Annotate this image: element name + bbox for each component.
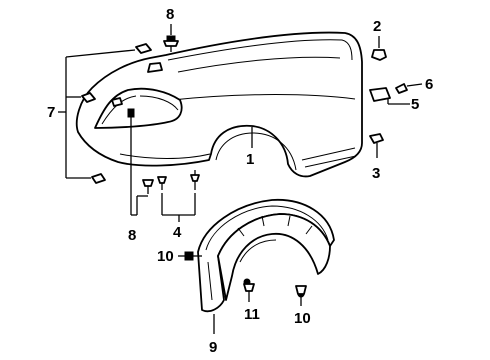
wheelhouse-liner: [197, 199, 335, 313]
screw-part-10-right: [295, 285, 307, 306]
callout-3: 3: [372, 165, 380, 182]
stud-part-8-bottom: [127, 108, 154, 216]
callout-1: 1: [246, 151, 254, 168]
callout-8-bottom: 8: [128, 227, 136, 244]
screw-part-10-left: [178, 251, 202, 261]
callout-10-right: 10: [294, 310, 311, 327]
screw-part-6: [395, 83, 423, 94]
clip-part-3: [369, 133, 384, 158]
callout-5: 5: [411, 96, 419, 113]
lamp-tab: [111, 97, 123, 107]
callout-8-top: 8: [166, 6, 174, 23]
callout-10-left: 10: [157, 248, 174, 265]
clip-bracket: [58, 43, 152, 184]
clip-part-11: [243, 283, 255, 302]
callout-6: 6: [425, 76, 433, 93]
callout-4: 4: [173, 224, 182, 241]
callout-11: 11: [244, 306, 260, 323]
callout-9: 9: [209, 339, 217, 356]
screw-part-8-top: [163, 24, 179, 52]
clip-part-2: [371, 36, 387, 61]
studs-part-4: [157, 170, 200, 222]
callout-7: 7: [47, 104, 55, 121]
bracket-part-5: [369, 87, 410, 105]
callout-2: 2: [373, 18, 381, 35]
